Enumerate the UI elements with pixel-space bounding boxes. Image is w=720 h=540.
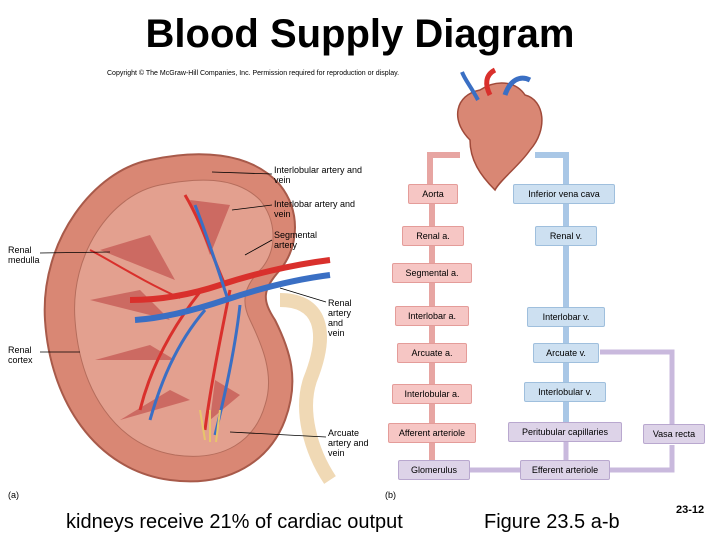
panel-label-a: (a) [8,490,19,500]
flow-box-peritubular-capillaries: Peritubular capillaries [508,422,622,442]
arterial-flow-connectors [427,152,460,460]
flow-box-glomerulus: Glomerulus [398,460,470,480]
label-leader-lines [39,171,327,438]
copyright-notice: Copyright © The McGraw-Hill Companies, I… [107,70,400,77]
flow-box-arcuate-a: Arcuate a. [397,343,467,363]
flow-box-renal-a: Renal a. [402,226,464,246]
flow-box-interlobular-v: Interlobular v. [524,382,606,402]
flow-box-interlobular-a: Interlobular a. [392,384,472,404]
label-arcuate-artery-vein: Arcuate artery and vein [328,428,369,458]
figure-reference: Figure 23.5 a-b [484,511,620,533]
flow-box-efferent-arteriole: Efferent arteriole [520,460,610,480]
label-renal-artery-vein: Renal artery and vein [328,298,352,338]
venous-flow-connectors [535,152,569,422]
flow-box-afferent-arteriole: Afferent arteriole [388,423,476,443]
flow-box-renal-v: Renal v. [535,226,597,246]
flow-box-inferior-vena-cava: Inferior vena cava [513,184,615,204]
capillary-flow-connectors [470,349,675,473]
panel-label-b: (b) [385,490,396,500]
heart-illustration [456,67,543,192]
label-renal-cortex: Renal cortex [8,345,33,365]
flow-box-segmental-a: Segmental a. [392,263,472,283]
flow-box-interlobar-v: Interlobar v. [527,307,605,327]
flow-box-vasa-recta: Vasa recta [643,424,705,444]
label-interlobar-artery-vein: Interlobar artery and vein [274,199,356,219]
flow-box-aorta: Aorta [408,184,458,204]
caption-cardiac-output: kidneys receive 21% of cardiac output [66,511,403,533]
label-interlobular-artery-vein: Interlobular artery and vein [274,165,363,185]
slide-number: 23-12 [676,504,705,516]
page-title: Blood Supply Diagram [145,12,575,56]
label-renal-medulla: Renal medulla [8,245,40,265]
label-segmental-artery: Segmental artery [274,230,318,250]
flow-box-arcuate-v: Arcuate v. [533,343,599,363]
kidney-illustration [43,153,336,484]
flow-box-interlobar-a: Interlobar a. [395,306,469,326]
